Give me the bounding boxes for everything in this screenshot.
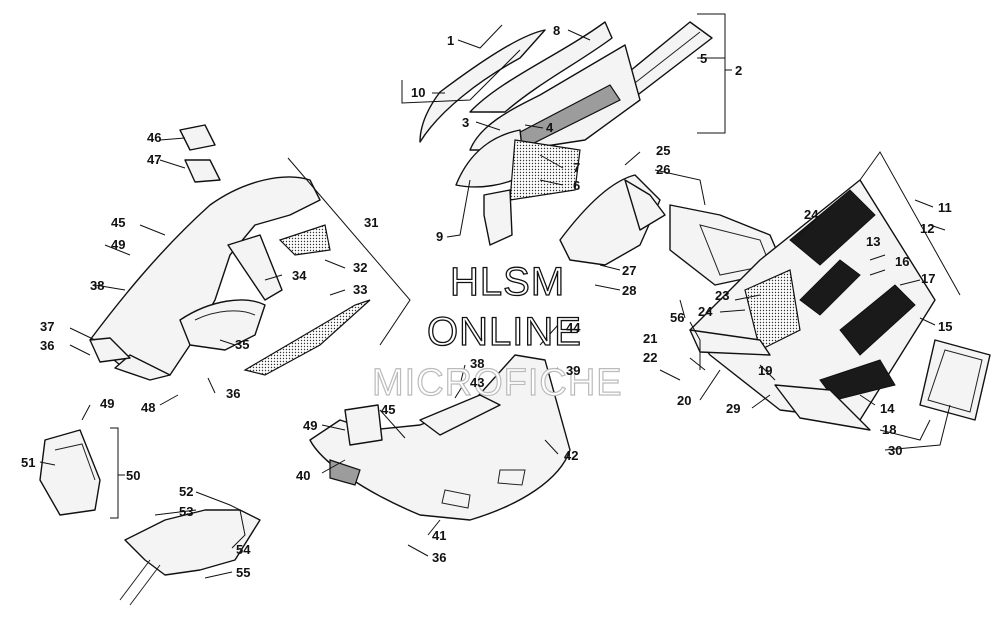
callout-44: 44 (566, 320, 581, 335)
callout-46: 46 (147, 130, 161, 145)
callout-9: 9 (436, 229, 443, 244)
side-panel-assembly (559, 174, 991, 431)
callout-17: 17 (921, 271, 935, 286)
callout-37: 37 (40, 319, 54, 334)
callout-7: 7 (573, 160, 580, 175)
windshield-assembly (419, 21, 713, 246)
callout-48: 48 (141, 400, 155, 415)
callout-33: 33 (353, 282, 367, 297)
callout-12: 12 (920, 221, 934, 236)
callout-55: 55 (236, 565, 250, 580)
callout-53: 53 (179, 504, 193, 519)
callout-49a: 49 (111, 237, 125, 252)
callout-24a: 24 (698, 304, 713, 319)
callout-42: 42 (564, 448, 578, 463)
callout-49b: 49 (100, 396, 114, 411)
callout-6: 6 (573, 178, 580, 193)
callout-21: 21 (643, 331, 657, 346)
leader-lines (39, 13, 961, 579)
callout-40: 40 (296, 468, 310, 483)
callout-38b: 38 (470, 356, 484, 371)
callout-38a: 38 (90, 278, 104, 293)
watermark-line-2: ONLINE (427, 310, 582, 354)
callout-14: 14 (880, 401, 895, 416)
callout-29: 29 (726, 401, 740, 416)
callout-43: 43 (470, 375, 484, 390)
callout-20: 20 (677, 393, 691, 408)
hood-assembly (89, 124, 371, 381)
callout-45a: 45 (111, 215, 125, 230)
callout-52: 52 (179, 484, 193, 499)
callout-51: 51 (21, 455, 35, 470)
callout-36a: 36 (40, 338, 54, 353)
bracket-assembly (39, 429, 261, 606)
callout-31: 31 (364, 215, 378, 230)
callout-3: 3 (462, 115, 469, 130)
callout-4: 4 (546, 120, 554, 135)
callout-8: 8 (553, 23, 560, 38)
callout-18: 18 (882, 422, 896, 437)
callout-28: 28 (622, 283, 636, 298)
callout-22: 22 (643, 350, 657, 365)
belly-pan-assembly (309, 354, 571, 521)
callout-24b: 24 (804, 207, 819, 222)
callout-50: 50 (126, 468, 140, 483)
callout-1: 1 (447, 33, 454, 48)
callout-labels: 1 2 3 4 5 6 7 8 9 10 11 12 13 14 15 16 1… (21, 23, 952, 580)
callout-26: 26 (656, 162, 670, 177)
callout-5: 5 (700, 51, 707, 66)
callout-23: 23 (715, 288, 729, 303)
callout-27: 27 (622, 263, 636, 278)
watermark-line-3: MICROFICHE (372, 362, 623, 404)
callout-30: 30 (888, 443, 902, 458)
callout-19: 19 (758, 363, 772, 378)
callout-47: 47 (147, 152, 161, 167)
callout-34: 34 (292, 268, 307, 283)
callout-11: 11 (938, 200, 952, 215)
callout-54: 54 (236, 542, 251, 557)
callout-25: 25 (656, 143, 670, 158)
callout-49c: 49 (303, 418, 317, 433)
callout-32: 32 (353, 260, 367, 275)
callout-41: 41 (432, 528, 446, 543)
watermark-line-1: HLSM (450, 260, 565, 304)
callout-35: 35 (235, 337, 249, 352)
callout-45b: 45 (381, 402, 395, 417)
callout-16: 16 (895, 254, 909, 269)
callout-13: 13 (866, 234, 880, 249)
watermark: HLSM ONLINE MICROFICHE (371, 259, 623, 404)
callout-36b: 36 (226, 386, 240, 401)
callout-15: 15 (938, 319, 952, 334)
callout-10: 10 (411, 85, 425, 100)
callout-2: 2 (735, 63, 742, 78)
callout-56: 56 (670, 310, 684, 325)
callout-36c: 36 (432, 550, 446, 565)
callout-39: 39 (566, 363, 580, 378)
